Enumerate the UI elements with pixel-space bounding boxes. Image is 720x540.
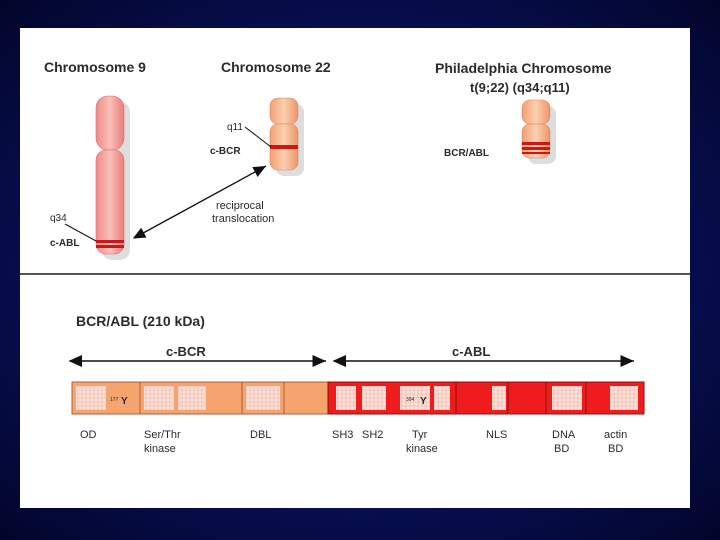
chromosome-9-title: Chromosome 9: [44, 59, 146, 75]
serthr-label-1: Ser/Thr: [144, 429, 181, 441]
tyr-kinase-domain-a: [400, 386, 430, 410]
tyr-label-2: kinase: [406, 443, 438, 455]
q11-label: q11: [227, 122, 243, 133]
c-abl-span-label: c-ABL: [452, 344, 490, 359]
translocation-arrow: [132, 165, 267, 239]
chromosome-22: [269, 97, 304, 176]
dbl-domain: [246, 386, 280, 410]
y177-letter: Y: [121, 396, 128, 407]
tyr-label-1: Tyr: [412, 429, 428, 441]
c-abl-chr-label: c-ABL: [50, 238, 79, 249]
od-label: OD: [80, 429, 97, 441]
philadelphia-title: Philadelphia Chromosome: [435, 60, 612, 76]
sh3-domain: [336, 386, 356, 410]
serthr-label-2: kinase: [144, 443, 176, 455]
philadelphia-chromosome: [521, 99, 556, 164]
dna-bd-domain: [552, 386, 582, 410]
nls-domain: [492, 386, 506, 410]
slide-canvas: Chromosome 9 Chromosome 22 Philadelphia …: [20, 28, 690, 508]
translocation-label: translocation: [212, 213, 274, 225]
chromosome-22-title: Chromosome 22: [221, 59, 331, 75]
translocation-notation: t(9;22) (q34;q11): [470, 80, 570, 95]
y394-letter: Y: [420, 396, 427, 407]
y177-number: 177: [110, 397, 119, 403]
nls-label: NLS: [486, 429, 507, 441]
chr9-q34-band-bottom: [96, 245, 124, 248]
od-domain: [76, 386, 106, 410]
c-bcr-span-label: c-BCR: [166, 344, 206, 359]
bcr-abl-chr-label: BCR/ABL: [444, 148, 489, 159]
tyr-kinase-domain-b: [434, 386, 450, 410]
chr9-q34-band-top: [96, 240, 124, 243]
diagram: Chromosome 9 Chromosome 22 Philadelphia …: [20, 59, 690, 455]
c-bcr-chr-label: c-BCR: [210, 146, 241, 157]
actin-bd-label-1: actin: [604, 429, 627, 441]
q34-label: q34: [50, 213, 67, 224]
sh3-label: SH3: [332, 429, 353, 441]
fusion-protein-title: BCR/ABL (210 kDa): [76, 313, 205, 329]
fusion-protein-bar: [71, 381, 645, 415]
sh2-label: SH2: [362, 429, 383, 441]
dna-bd-label-1: DNA: [552, 429, 576, 441]
y394-number: 394: [406, 397, 415, 403]
chromosome-9: [95, 95, 130, 260]
chr22-bcr-band: [270, 145, 298, 149]
dna-bd-label-2: BD: [554, 443, 569, 455]
serthr-domain-b: [178, 386, 206, 410]
actin-bd-label-2: BD: [608, 443, 623, 455]
serthr-domain-a: [144, 386, 174, 410]
reciprocal-label: reciprocal: [216, 200, 264, 212]
sh2-domain: [362, 386, 386, 410]
actin-bd-domain: [610, 386, 638, 410]
dbl-label: DBL: [250, 429, 271, 441]
